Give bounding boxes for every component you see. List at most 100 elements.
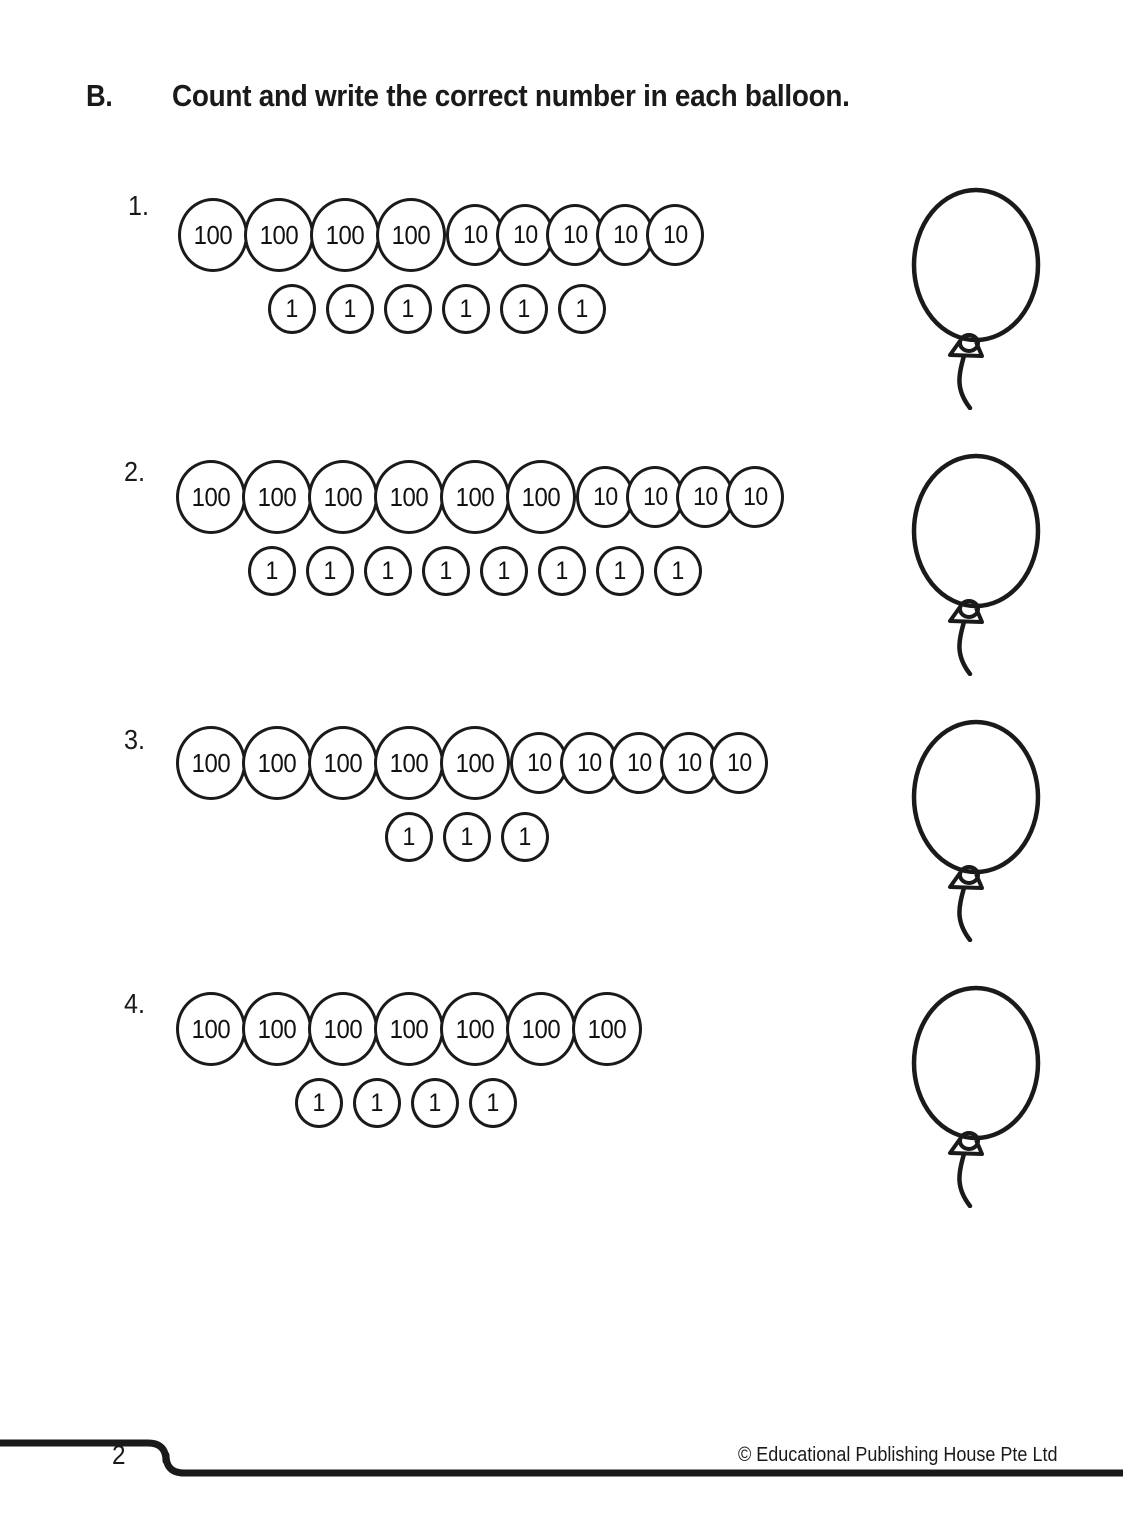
chip-label: 10 — [512, 220, 538, 249]
place-value-chip-one: 1 — [500, 284, 548, 334]
answer-balloon[interactable] — [898, 712, 1058, 942]
chip-label: 100 — [191, 482, 231, 512]
answer-balloon[interactable] — [898, 978, 1058, 1208]
chip-label: 100 — [455, 482, 495, 512]
place-value-chip-hundred: 100 — [176, 460, 246, 534]
place-value-chip-ten: 10 — [726, 466, 784, 528]
place-value-chip-hundred: 100 — [376, 198, 446, 272]
chip-label: 10 — [576, 748, 602, 777]
chip-label: 10 — [612, 220, 638, 249]
chip-label: 100 — [389, 482, 429, 512]
chip-label: 1 — [460, 822, 474, 851]
place-value-chip-hundred: 100 — [308, 992, 378, 1066]
chip-label: 100 — [257, 748, 297, 778]
question-number: 3. — [124, 724, 146, 755]
question-number: 1. — [128, 190, 150, 221]
place-value-chip-one: 1 — [306, 546, 354, 596]
footer-step-rule — [0, 1439, 1123, 1477]
place-value-chip-ten: 10 — [496, 204, 554, 266]
place-value-chip-one: 1 — [411, 1078, 459, 1128]
place-value-chip-one: 1 — [268, 284, 316, 334]
chip-label: 100 — [191, 748, 231, 778]
place-value-chip-hundred: 100 — [374, 460, 444, 534]
place-value-chip-hundred: 100 — [440, 460, 510, 534]
instruction-text: Count and write the correct number in ea… — [172, 78, 850, 113]
place-value-chip-one: 1 — [353, 1078, 401, 1128]
chip-label: 1 — [613, 556, 627, 585]
place-value-chip-hundred: 100 — [176, 992, 246, 1066]
chip-label: 100 — [323, 482, 363, 512]
chip-label: 10 — [662, 220, 688, 249]
place-value-chip-one: 1 — [654, 546, 702, 596]
place-value-chip-one: 1 — [385, 812, 433, 862]
copyright-notice: © Educational Publishing House Pte Ltd — [738, 1444, 1058, 1466]
chip-label: 100 — [259, 220, 299, 250]
chip-label: 1 — [671, 556, 685, 585]
place-value-chip-ten: 10 — [646, 204, 704, 266]
place-value-chip-hundred: 100 — [310, 198, 380, 272]
page-number: 2 — [112, 1440, 126, 1470]
place-value-chip-hundred: 100 — [374, 992, 444, 1066]
place-value-chip-hundred: 100 — [506, 460, 576, 534]
chip-label: 10 — [462, 220, 488, 249]
chip-label: 100 — [587, 1014, 627, 1044]
place-value-chip-ten: 10 — [560, 732, 618, 794]
place-value-chip-hundred: 100 — [244, 198, 314, 272]
place-value-chip-ten: 10 — [660, 732, 718, 794]
chip-label: 1 — [486, 1088, 500, 1117]
chip-label: 100 — [193, 220, 233, 250]
answer-balloon[interactable] — [898, 180, 1058, 410]
chip-label: 100 — [455, 1014, 495, 1044]
place-value-chip-one: 1 — [480, 546, 528, 596]
place-value-chip-hundred: 100 — [440, 992, 510, 1066]
chip-label: 1 — [343, 294, 357, 323]
chip-label: 10 — [742, 482, 768, 511]
place-value-chip-hundred: 100 — [374, 726, 444, 800]
place-value-chip-hundred: 100 — [572, 992, 642, 1066]
chip-label: 100 — [389, 1014, 429, 1044]
chip-label: 1 — [555, 556, 569, 585]
place-value-chip-one: 1 — [443, 812, 491, 862]
balloon-string — [957, 885, 973, 942]
question-number: 2. — [124, 456, 146, 487]
chip-label: 100 — [257, 482, 297, 512]
place-value-chip-ten: 10 — [676, 466, 734, 528]
chip-label: 100 — [455, 748, 495, 778]
place-value-chip-ten: 10 — [546, 204, 604, 266]
chip-label: 100 — [323, 1014, 363, 1044]
balloon-string — [957, 619, 973, 676]
place-value-chip-one: 1 — [384, 284, 432, 334]
chip-label: 100 — [521, 1014, 561, 1044]
place-value-chip-one: 1 — [326, 284, 374, 334]
chip-label: 10 — [526, 748, 552, 777]
chip-label: 1 — [459, 294, 473, 323]
chip-label: 1 — [517, 294, 531, 323]
page-footer — [0, 1415, 1123, 1535]
chip-label: 1 — [323, 556, 337, 585]
worksheet-header: B. Count and write the correct number in… — [0, 78, 1123, 124]
place-value-chip-one: 1 — [538, 546, 586, 596]
chip-label: 1 — [312, 1088, 326, 1117]
chip-label: 1 — [381, 556, 395, 585]
chip-label: 1 — [370, 1088, 384, 1117]
chip-label: 100 — [257, 1014, 297, 1044]
question-number: 4. — [124, 988, 146, 1019]
place-value-chip-hundred: 100 — [176, 726, 246, 800]
place-value-chip-ten: 10 — [710, 732, 768, 794]
chip-label: 1 — [265, 556, 279, 585]
chip-label: 10 — [562, 220, 588, 249]
place-value-chip-one: 1 — [442, 284, 490, 334]
balloon-body — [911, 187, 1041, 343]
chip-label: 1 — [285, 294, 299, 323]
chip-label: 100 — [323, 748, 363, 778]
chip-label: 1 — [439, 556, 453, 585]
chip-label: 10 — [592, 482, 618, 511]
balloon-body — [911, 719, 1041, 875]
place-value-chip-one: 1 — [422, 546, 470, 596]
answer-balloon[interactable] — [898, 446, 1058, 676]
place-value-chip-hundred: 100 — [242, 726, 312, 800]
place-value-chip-one: 1 — [364, 546, 412, 596]
place-value-chip-ten: 10 — [446, 204, 504, 266]
balloon-body — [911, 453, 1041, 609]
chip-label: 1 — [402, 822, 416, 851]
